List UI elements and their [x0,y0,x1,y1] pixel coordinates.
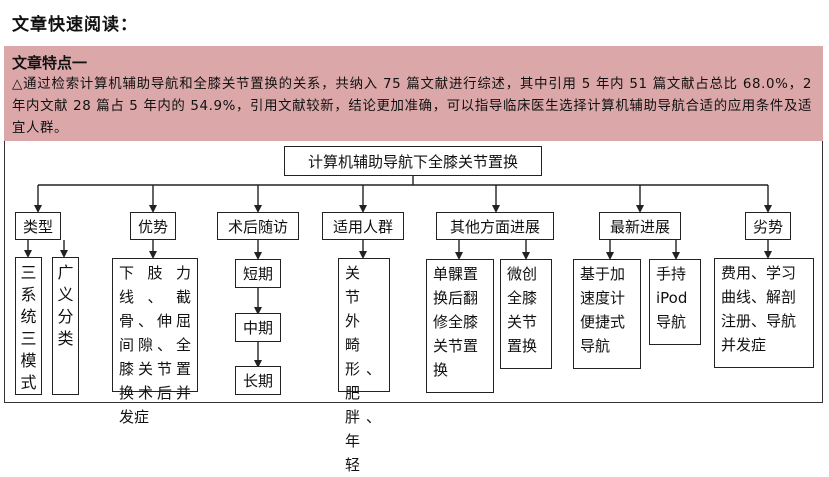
leaf-population-detail: 关节外畸形、肥胖、年轻 [338,258,390,474]
category-latest-progress: 最新进展 [599,212,681,240]
leaf-handheld-ipod-navigation: 手持iPod导航 [649,259,701,345]
category-applicable-population: 适用人群 [322,212,404,240]
category-other-progress: 其他方面进展 [436,212,554,240]
features-panel: 文章特点一 △通过检索计算机辅助导航和全膝关节置换的关系，共纳入 75 篇文献进… [4,46,823,141]
category-type: 类型 [15,212,61,240]
category-disadvantages: 劣势 [745,212,791,240]
leaf-disadvantages-detail: 费用、学习曲线、解剖注册、导航并发症 [714,258,814,368]
features-body: △通过检索计算机辅助导航和全膝关节置换的关系，共纳入 75 篇文献进行综述，其中… [12,77,812,136]
leaf-accelerometer-navigation: 基于加速度计便捷式导航 [573,259,641,369]
category-follow-up: 术后随访 [217,212,299,240]
leaf-text: 三系统三模式 [20,263,37,392]
leaf-three-systems-three-modes: 三系统三模式 [15,257,42,395]
leaf-advantages-detail: 下肢力线、截骨、伸屈间隙、全膝关节置换术后并发症 [112,258,198,426]
leaf-broad-classification: 广义分类 [52,257,79,395]
category-advantages: 优势 [130,212,176,240]
leaf-uka-revision-tka: 单髁置换后翻修全膝关节置换 [426,259,494,393]
features-title: 文章特点一 [12,54,88,72]
leaf-text: 广义分类 [57,263,74,348]
leaf-minimally-invasive-tka: 微创全膝关节置换 [500,259,552,369]
mind-map-frame [4,141,823,403]
leaf-short-term: 短期 [235,259,281,288]
page: 文章快速阅读： 文章特点一 △通过检索计算机辅助导航和全膝关节置换的关系，共纳入… [4,15,823,474]
root-node: 计算机辅助导航下全膝关节置换 [284,146,542,176]
leaf-mid-term: 中期 [235,313,281,342]
article-quick-read-heading: 文章快速阅读： [12,15,138,35]
leaf-long-term: 长期 [235,366,281,395]
